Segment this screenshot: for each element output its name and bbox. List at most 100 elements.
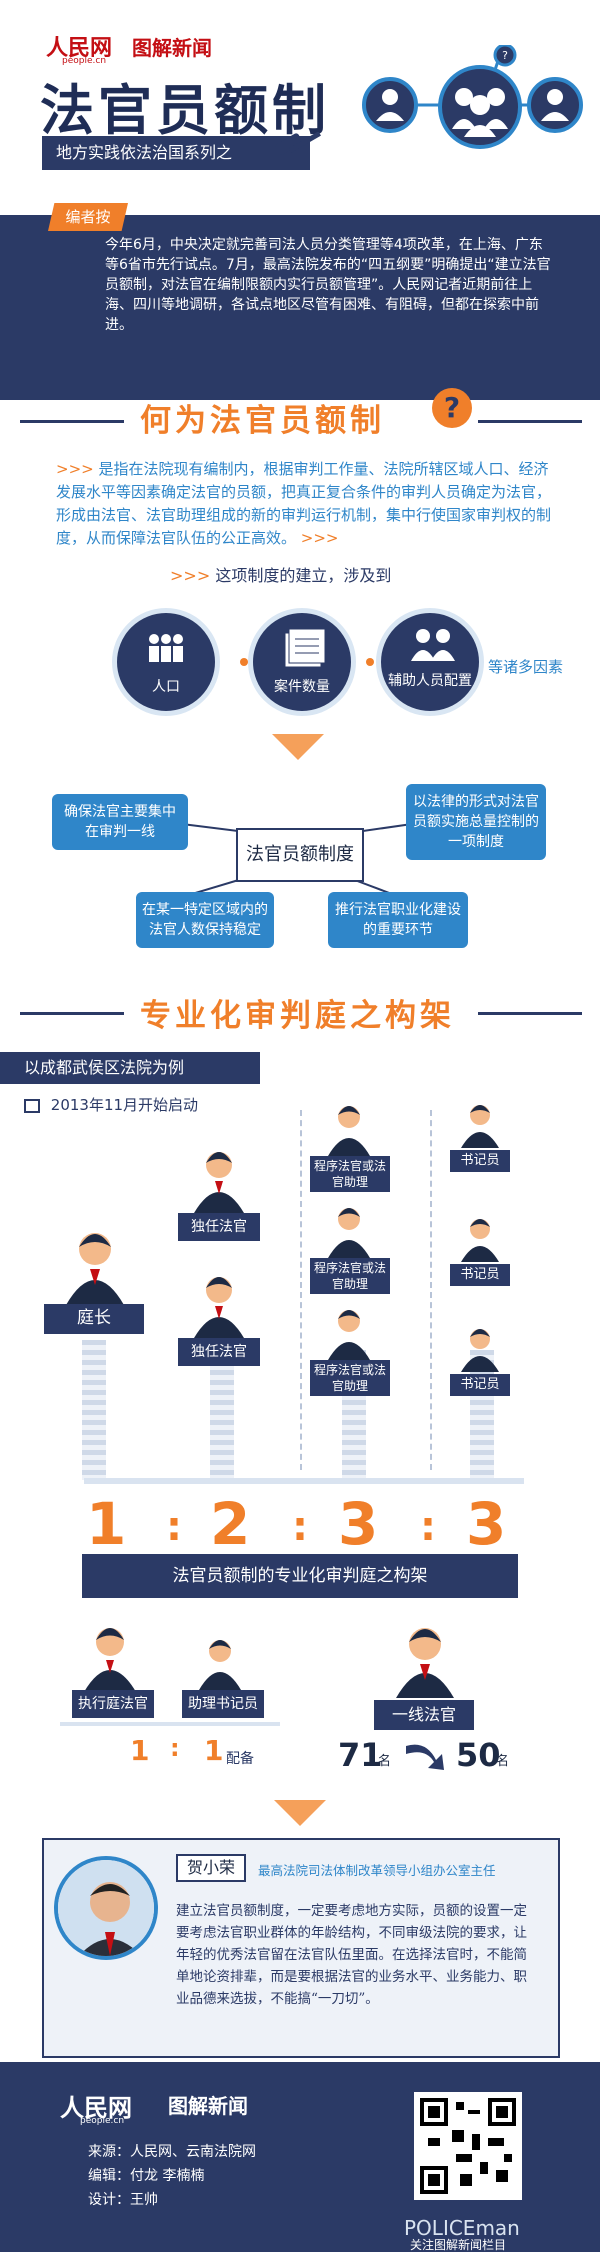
decrease-arrow-icon (406, 1744, 444, 1770)
factor-label: 辅助人员配置 (388, 673, 472, 689)
page-title: 法官员额制 (40, 79, 330, 142)
expert-quote: 贺小荣 最高法院司法体制改革领导小组办公室主任 建立法官员额制度，一定要考虑地方… (42, 1838, 560, 2058)
separator-dot (240, 658, 248, 666)
arrows-icon: >>> (170, 566, 211, 585)
arrows-icon: >>> (300, 529, 339, 547)
divider (478, 420, 582, 423)
editor-text: 编辑：付龙 李楠楠 (88, 2168, 205, 2184)
ratio-bar (84, 1478, 524, 1484)
concept-box: 以法律的形式对法官员额实施总量控制的一项制度 (406, 784, 546, 860)
unit-label: 名 (378, 1754, 392, 1769)
design-text: 设计：王帅 (88, 2192, 158, 2208)
ratio-colon: : (420, 1504, 436, 1550)
assistant-avatar (324, 1202, 374, 1258)
section-title-framework: 专业化审判庭之构架 (140, 998, 455, 1034)
court-structure: 庭长 独任法官 独任法官 程序法官或法官助理 程序法官或法官助理 程序法官或法官… (30, 1105, 590, 1490)
exec-ratio-value: 1 (204, 1734, 224, 1767)
factor-label: 案件数量 (274, 679, 330, 695)
definition-text: >>> 是指在法院现有编制内，根据审判工作量、法院所辖区域人口、经济发展水平等因… (56, 458, 556, 550)
svg-text:?: ? (502, 49, 508, 62)
judge-label: 独任法官 (178, 1338, 260, 1366)
arrows-icon: >>> (56, 460, 94, 478)
clerk-label: 书记员 (450, 1374, 510, 1396)
judge-avatar (190, 1270, 248, 1338)
ratio-colon: : (292, 1504, 308, 1550)
clerk-avatar (458, 1324, 502, 1372)
assistant-label: 程序法官或法官助理 (310, 1258, 390, 1294)
divider (20, 1012, 124, 1015)
ratio-value: 1 (86, 1490, 127, 1558)
ratio-value: 3 (466, 1490, 507, 1558)
assistant-avatar (324, 1100, 374, 1156)
involves-text: 这项制度的建立，涉及到 (215, 566, 392, 585)
ratio-colon: : (170, 1734, 180, 1762)
section-title-what: 何为法官员额制 (140, 403, 385, 439)
crowd-icon (149, 634, 183, 662)
unit-label: 名 (496, 1754, 510, 1769)
judges-network-icon: ? (350, 43, 590, 155)
concept-box: 推行法官职业化建设的重要环节 (328, 892, 468, 948)
frontline-change: 71 名 50 名 (338, 1726, 538, 1786)
arrow-down-icon (272, 734, 324, 760)
editor-note-text: 今年6月，中央决定就完善司法人员分类管理等4项改革，在上海、广东等6省市先行试点… (105, 237, 551, 333)
ratio-caption: 法官员额制的专业化审判庭之构架 (82, 1554, 518, 1598)
assistant-avatar (324, 1304, 374, 1360)
separator-dot (366, 658, 374, 666)
editor-note-section: 今年6月，中央决定就完善司法人员分类管理等4项改革，在上海、广东等6省市先行试点… (0, 215, 600, 400)
editor-note-tag: 编者按 (48, 203, 128, 231)
judge-avatar (190, 1145, 248, 1213)
ratio-row: 1 : 2 : 3 : 3 (86, 1490, 526, 1570)
clerk-label: 书记员 (450, 1150, 510, 1172)
start-date: 2013年11月开始启动 (24, 1094, 198, 1115)
factor-cases: 案件数量 (248, 608, 356, 716)
exec-ratio-value: 1 (130, 1734, 150, 1767)
credits: 来源：人民网、云南法院网 编辑：付龙 李楠楠 设计：王帅 (88, 2140, 256, 2212)
involves-line: >>> 这项制度的建立，涉及到 (170, 562, 391, 586)
qr-code[interactable] (414, 2092, 522, 2200)
expert-title: 最高法院司法体制改革领导小组办公室主任 (258, 1863, 496, 1878)
people-logo: 人民网 (46, 36, 113, 61)
tujie-logo: 图解新闻 (132, 36, 212, 60)
column-stripe (210, 1350, 234, 1480)
quote-text: 建立法官员额制度，一定要考虑地方实际，员额的设置一定要考虑法官职业群体的年龄结构… (176, 1903, 527, 2007)
start-date-text: 2013年11月开始启动 (50, 1096, 199, 1114)
chief-judge-avatar (60, 1225, 130, 1305)
ratio-colon: : (166, 1504, 182, 1550)
factor-label: 人口 (152, 679, 180, 695)
clerk-label: 书记员 (450, 1264, 510, 1286)
exec-judge-label: 执行庭法官 (72, 1690, 154, 1718)
judge-label: 独任法官 (178, 1213, 260, 1241)
footer: 人民网 people.cn 图解新闻 来源：人民网、云南法院网 编辑：付龙 李楠… (0, 2062, 600, 2252)
assistant-label: 程序法官或法官助理 (310, 1360, 390, 1396)
people-logo-en: people.cn (62, 56, 107, 66)
gavel-icon (270, 132, 321, 170)
exec-ratio-suffix: 配备 (226, 1751, 254, 1767)
column-stripe (82, 1340, 106, 1480)
qr-code-icon (420, 2098, 516, 2194)
expert-name: 贺小荣 (176, 1854, 246, 1882)
chief-judge-label: 庭长 (44, 1304, 144, 1334)
documents-icon (284, 628, 326, 668)
concept-box: 在某一特定区域内的法官人数保持稳定 (136, 892, 274, 948)
exec-judge-avatar (80, 1620, 140, 1692)
after-count: 50 (456, 1736, 501, 1774)
assist-clerk-avatar (196, 1634, 244, 1690)
header: 人民网 people.cn 图解新闻 法官员额制 地方实践依法治国系列之 ? (0, 0, 600, 215)
dashed-divider (300, 1110, 302, 1470)
example-text: 以成都武侯区法院为例 (24, 1058, 185, 1077)
factor-support-staff: 辅助人员配置 (376, 608, 484, 716)
definition-body: 是指在法院现有编制内，根据审判工作量、法院所辖区域人口、经济发展水平等因素确定法… (56, 460, 552, 547)
clerk-avatar (458, 1214, 502, 1262)
frontline-label: 一线法官 (374, 1700, 474, 1730)
qr-caption: 关注图解新闻栏目 (410, 2238, 507, 2252)
ratio-value: 3 (338, 1490, 379, 1558)
footer-people-logo: 人民网 (60, 2094, 132, 2122)
clerk-avatar (458, 1100, 502, 1148)
concept-map: 确保法官主要集中在审判一线 以法律的形式对法官员额实施总量控制的一项制度 法官员… (52, 784, 552, 948)
factors-more: 等诸多因素 (488, 658, 564, 676)
divider (478, 1012, 582, 1015)
expert-avatar (54, 1856, 158, 1960)
before-count: 71 (338, 1736, 383, 1774)
arrow-down-icon (274, 1800, 326, 1826)
ratio-bar (60, 1722, 280, 1726)
